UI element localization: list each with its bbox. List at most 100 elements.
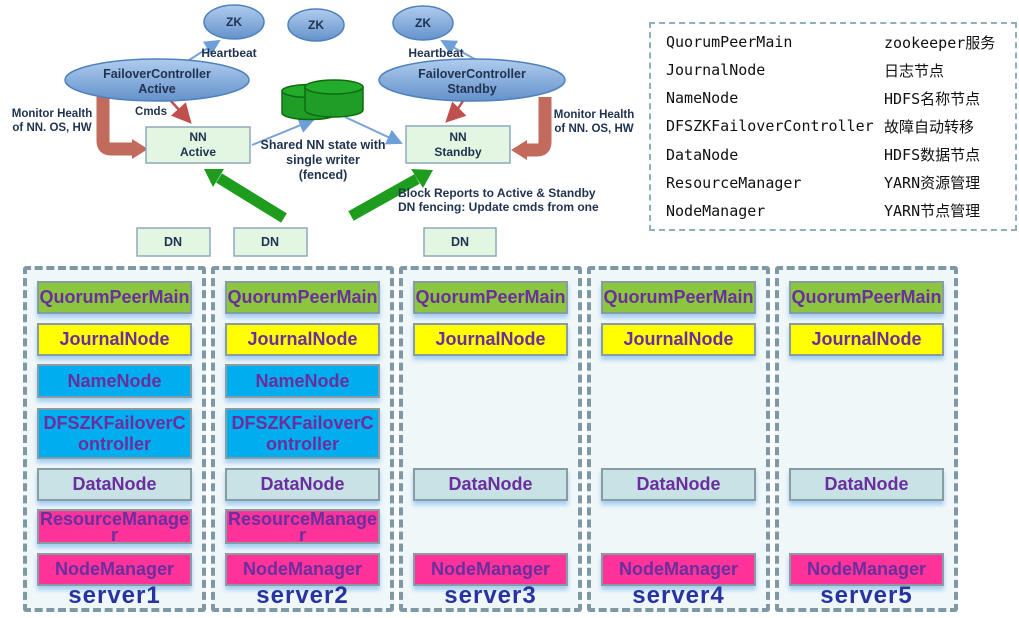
legend-row: DataNode HDFS数据节点	[666, 144, 1009, 165]
dn-box-1	[136, 227, 211, 257]
monitor-arrow-left-head	[132, 139, 148, 159]
legend-term: NameNode	[666, 89, 739, 108]
failover-controller-standby-line1: FailoverController	[418, 67, 526, 81]
service-box-journalnode: JournalNode	[601, 323, 756, 356]
legend-desc: YARN节点管理	[884, 202, 981, 221]
block-report-arrow-right-head	[411, 169, 433, 188]
failover-controller-standby-line2: Standby	[447, 82, 496, 96]
service-box-nodemanager: NodeManager	[37, 553, 192, 586]
ha-architecture-diagram: ZK ZK ZK Heartbeat Heartbeat FailoverCon…	[12, 4, 635, 257]
server-column: QuorumPeerMain JournalNode NameNode DFSZ…	[23, 266, 206, 612]
legend-desc: 故障自动转移	[884, 117, 975, 136]
service-box-nodemanager: NodeManager	[789, 553, 944, 586]
server-name-label: server2	[256, 582, 349, 609]
legend-term: DFSZKFailoverController	[666, 117, 874, 136]
zk-node-3-label: ZK	[415, 16, 431, 30]
dn-box-2-label: DN	[261, 235, 279, 249]
monitor-arrow-right-head	[511, 140, 527, 160]
shared-state-line-right	[344, 116, 403, 145]
cmds-label: Cmds	[135, 106, 167, 118]
zk-node-2-label: ZK	[308, 18, 324, 32]
dn-box-1-label: DN	[164, 235, 182, 249]
failover-controller-standby	[378, 58, 566, 102]
legend-table: QuorumPeerMain zookeeper服务 JournalNode 日…	[649, 22, 1017, 231]
server-name-label: server4	[632, 582, 725, 609]
service-box-nodemanager: NodeManager	[601, 553, 756, 586]
shared-state-line2: single writer	[286, 153, 360, 167]
monitor-health-right-line2: of NN. OS, HW	[554, 123, 633, 135]
service-box-quorumpeermain: QuorumPeerMain	[601, 281, 756, 314]
block-reports-line1: Block Reports to Active & Standby	[398, 186, 596, 200]
shared-state-line1: Shared NN state with	[260, 138, 385, 152]
service-box-datanode: DataNode	[37, 468, 192, 501]
zk-node-3	[392, 5, 454, 41]
service-box-datanode: DataNode	[601, 468, 756, 501]
dn-box-3	[423, 227, 497, 257]
heartbeat-label-left: Heartbeat	[201, 46, 256, 60]
zk-node-1-label: ZK	[226, 15, 242, 29]
server-name-label: server1	[68, 582, 161, 609]
server-column: QuorumPeerMain JournalNode DataNode Node…	[775, 266, 958, 612]
legend-term: ResourceManager	[666, 173, 802, 192]
legend-row: DFSZKFailoverController 故障自动转移	[666, 116, 1009, 137]
legend-term: QuorumPeerMain	[666, 33, 793, 52]
monitor-health-right-line1: Monitor Health	[554, 109, 635, 121]
monitor-arrow-right	[527, 97, 552, 157]
dn-box-3-label: DN	[451, 235, 469, 249]
legend-term: JournalNode	[666, 61, 766, 80]
nn-active-line2: Active	[180, 145, 216, 159]
legend-term: NodeManager	[666, 201, 766, 220]
shared-state-line3: (fenced)	[299, 168, 348, 182]
service-box-nodemanager: NodeManager	[413, 553, 568, 586]
nn-active-box	[145, 126, 251, 164]
shared-state-line-left	[251, 117, 315, 146]
legend-desc: 日志节点	[884, 61, 945, 80]
legend-row: NameNode HDFS名称节点	[666, 88, 1009, 109]
failover-controller-active-line1: FailoverController	[103, 67, 211, 81]
cmds-arrow-right	[445, 100, 467, 123]
nn-active-line1: NN	[189, 130, 206, 144]
service-box-quorumpeermain: QuorumPeerMain	[37, 281, 192, 314]
zk-node-2	[287, 8, 345, 42]
legend-term: DataNode	[666, 145, 739, 164]
service-box-journalnode: JournalNode	[225, 323, 380, 356]
block-report-arrow-right	[348, 174, 420, 221]
legend-row: QuorumPeerMain zookeeper服务	[666, 32, 1009, 53]
block-reports-line2: DN fencing: Update cmds from one	[398, 200, 599, 214]
service-box-datanode: DataNode	[413, 468, 568, 501]
monitor-health-left-line1: Monitor Health	[12, 108, 93, 120]
monitor-health-left-line2: of NN. OS, HW	[12, 122, 91, 134]
nn-standby-line2: Standby	[434, 145, 482, 159]
service-box-nodemanager: NodeManager	[225, 553, 380, 586]
service-box-journalnode: JournalNode	[37, 323, 192, 356]
server-name-label: server3	[444, 582, 537, 609]
block-report-arrow-left-head	[204, 169, 224, 187]
server-column: QuorumPeerMain JournalNode NameNode DFSZ…	[211, 266, 394, 612]
service-box-datanode: DataNode	[225, 468, 380, 501]
nn-standby-line1: NN	[449, 130, 466, 144]
block-report-arrow-left	[216, 173, 287, 223]
dn-box-2	[233, 227, 308, 257]
legend-row: NodeManager YARN节点管理	[666, 200, 1009, 221]
legend-desc: HDFS名称节点	[884, 89, 981, 108]
legend-desc: YARN资源管理	[884, 174, 981, 193]
legend-row: JournalNode 日志节点	[666, 60, 1009, 81]
server-column: QuorumPeerMain JournalNode DataNode Node…	[399, 266, 582, 612]
shared-storage-cylinder	[281, 79, 364, 121]
service-box-journalnode: JournalNode	[413, 323, 568, 356]
cmds-arrow-left	[169, 99, 192, 124]
legend-desc: HDFS数据节点	[884, 146, 981, 165]
heartbeat-arrow-left	[185, 39, 221, 63]
service-box-namenode: NameNode	[37, 364, 192, 398]
legend-desc: zookeeper服务	[884, 33, 996, 52]
server-name-label: server5	[820, 582, 913, 609]
service-box-dfszkfailovercontroller: DFSZKFailoverController	[225, 408, 380, 459]
service-box-quorumpeermain: QuorumPeerMain	[225, 281, 380, 314]
service-box-datanode: DataNode	[789, 468, 944, 501]
server-column: QuorumPeerMain JournalNode DataNode Node…	[587, 266, 770, 612]
failover-controller-active	[64, 58, 250, 102]
service-box-quorumpeermain: QuorumPeerMain	[413, 281, 568, 314]
failover-controller-active-line2: Active	[138, 82, 176, 96]
nn-standby-box	[405, 125, 511, 164]
